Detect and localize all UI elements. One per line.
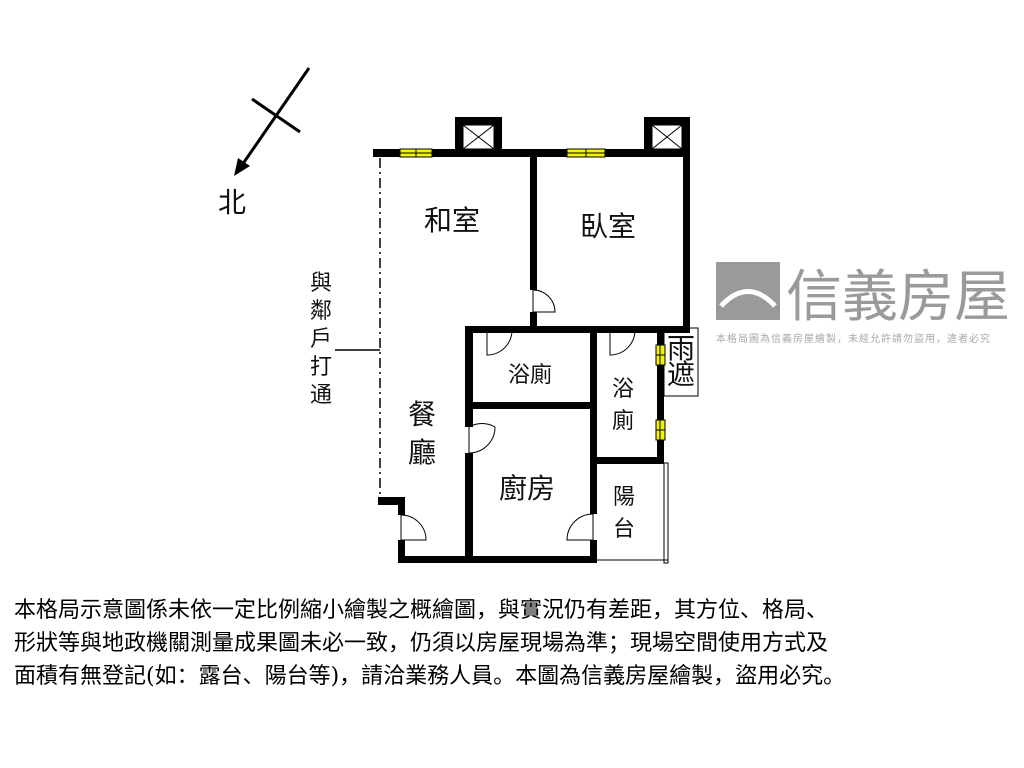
watermark-notice: 本格局圖為信義房屋繪製，未經允許請勿盜用，違者必究: [716, 332, 991, 345]
vent-shaft-icon: [462, 124, 495, 150]
room-label-balcony: 台: [613, 517, 635, 542]
side-note-char: 鄰: [310, 299, 332, 324]
side-note: 與 鄰 戶 打 通: [310, 271, 332, 408]
room-label-bathroom-1: 浴廁: [508, 363, 552, 388]
door-icon: [400, 289, 636, 541]
room-label-dining: 餐: [408, 398, 436, 431]
disclaimer-line: 面積有無登記(如：露台、陽台等)，請洽業務人員。本圖為信義房屋繪製，盜用必究。: [14, 664, 846, 689]
watermark-brand: 信義房屋: [786, 265, 1010, 330]
room-label-balcony: 陽: [613, 485, 635, 510]
room-label-dining: 廳: [408, 436, 436, 469]
north-arrow-icon: [234, 67, 311, 176]
window-icon: [399, 148, 666, 441]
vent-shaft-icon: [651, 124, 683, 150]
disclaimer: 本格局示意圖係未依一定比例縮小繪製之概繪圖，與實況仍有差距，其方位、格局、 形狀…: [14, 594, 1014, 693]
room-label-kitchen: 廚房: [499, 472, 555, 505]
room-label-rain-cover: 雨: [667, 332, 695, 365]
disclaimer-line: 本格局示意圖係未依一定比例縮小繪製之概繪圖，與實況仍有差距，其方位、格局、: [14, 598, 829, 623]
room-label-bathroom-2: 廁: [612, 409, 634, 434]
balcony-rail: [597, 327, 699, 564]
disclaimer-line: 形狀等與地政機關測量成果圖未必一致，仍須以房屋現場為準；現場空間使用方式及: [14, 631, 829, 656]
watermark: 信義房屋 本格局圖為信義房屋繪製，未經允許請勿盜用，違者必究: [716, 262, 1010, 345]
north-label: 北: [218, 186, 246, 219]
side-note-char: 與: [310, 271, 332, 296]
side-note-char: 戶: [310, 327, 332, 352]
room-label-bedroom: 臥室: [580, 210, 636, 243]
side-note-char: 通: [310, 383, 332, 408]
room-label-rain-cover: 遮: [667, 358, 695, 391]
room-label-japanese-room: 和室: [424, 204, 480, 237]
room-label-bathroom-2: 浴: [612, 377, 634, 402]
side-note-char: 打: [310, 355, 332, 380]
